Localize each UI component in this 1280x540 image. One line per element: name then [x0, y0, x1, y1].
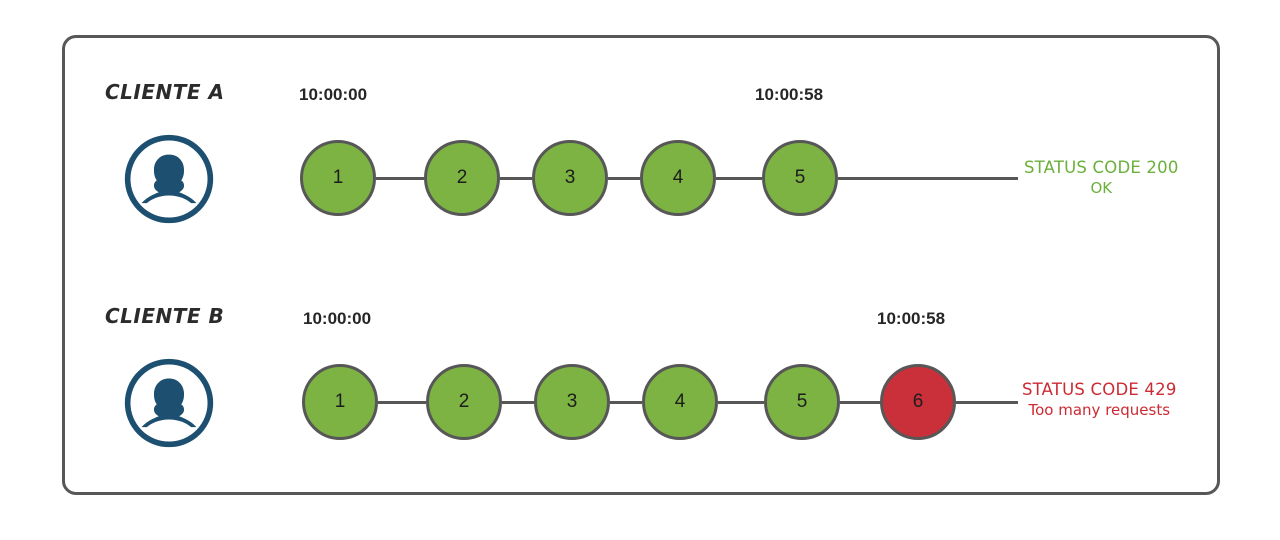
- connector: [608, 177, 640, 180]
- request-node-label: 4: [674, 391, 686, 412]
- status-badge-a: STATUS CODE 200 OK: [1024, 158, 1179, 197]
- start-timestamp-a: 10:00:00: [299, 85, 368, 104]
- diagram-frame: [62, 35, 1220, 495]
- status-message-text: OK: [1090, 178, 1113, 197]
- request-node[interactable]: 5: [764, 364, 840, 440]
- connector: [610, 401, 642, 404]
- request-node[interactable]: 1: [300, 140, 376, 216]
- connector: [502, 401, 534, 404]
- status-code-text: STATUS CODE 429: [1022, 380, 1177, 399]
- client-label-a: CLIENTE A: [105, 80, 225, 104]
- user-avatar-icon: [122, 356, 216, 450]
- request-node-label: 2: [458, 391, 470, 412]
- request-node[interactable]: 5: [762, 140, 838, 216]
- request-node-label: 5: [796, 391, 808, 412]
- connector: [716, 177, 762, 180]
- end-timestamp-a: 10:00:58: [755, 85, 824, 104]
- request-node[interactable]: 4: [642, 364, 718, 440]
- request-node-label: 2: [456, 167, 468, 188]
- request-node-label: 3: [566, 391, 578, 412]
- request-node[interactable]: 2: [424, 140, 500, 216]
- request-node[interactable]: 3: [534, 364, 610, 440]
- status-message-text: Too many requests: [1028, 400, 1171, 419]
- connector: [500, 177, 532, 180]
- connector: [376, 177, 424, 180]
- user-avatar-icon: [122, 132, 216, 226]
- request-node[interactable]: 4: [640, 140, 716, 216]
- start-timestamp-b: 10:00:00: [303, 309, 372, 328]
- end-timestamp-b: 10:00:58: [877, 309, 946, 328]
- request-node-label: 5: [794, 167, 806, 188]
- request-node-label: 1: [332, 167, 344, 188]
- connector-tail: [838, 177, 1018, 180]
- request-node[interactable]: 1: [302, 364, 378, 440]
- request-node-label: 1: [334, 391, 346, 412]
- connector: [718, 401, 764, 404]
- connector-tail: [956, 401, 1018, 404]
- request-node-label: 4: [672, 167, 684, 188]
- status-code-text: STATUS CODE 200: [1024, 158, 1179, 177]
- request-node-label: 3: [564, 167, 576, 188]
- request-node[interactable]: 3: [532, 140, 608, 216]
- connector: [378, 401, 426, 404]
- request-node[interactable]: 2: [426, 364, 502, 440]
- request-node-rate-limited[interactable]: 6: [880, 364, 956, 440]
- connector: [840, 401, 882, 404]
- client-label-b: CLIENTE B: [105, 304, 225, 328]
- request-node-label: 6: [912, 391, 924, 412]
- status-badge-b: STATUS CODE 429 Too many requests: [1022, 380, 1177, 419]
